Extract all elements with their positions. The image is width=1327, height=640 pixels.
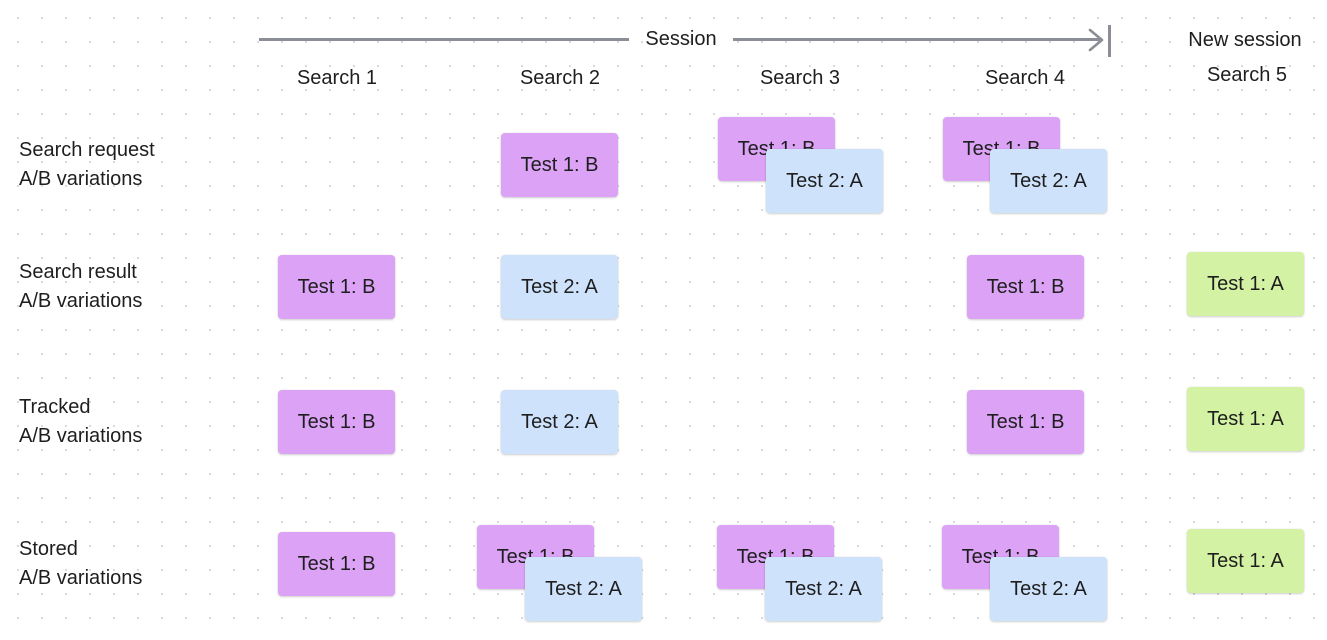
sticky-note-request-search-2-test-1[interactable]: Test 1: B (501, 133, 618, 197)
row-label-line1: Search request (19, 139, 155, 161)
row-label-line2: A/B variations (19, 168, 143, 190)
row-label-line1: Tracked (19, 396, 91, 418)
row-label-search-result: Search result A/B variations (19, 258, 142, 316)
session-line-left (259, 38, 629, 41)
session-line-right (733, 38, 1100, 41)
sticky-note-result-search-5-test-1[interactable]: Test 1: A (1187, 252, 1304, 316)
sticky-note-tracked-search-4-test-1[interactable]: Test 1: B (967, 390, 1084, 454)
column-header-search-2: Search 2 (519, 67, 601, 89)
sticky-note-stored-search-4-test-2[interactable]: Test 2: A (990, 557, 1107, 621)
sticky-note-stored-search-2-test-2[interactable]: Test 2: A (525, 557, 642, 621)
row-label-line2: A/B variations (19, 290, 143, 312)
column-header-search-4: Search 4 (984, 67, 1066, 89)
arrow-right-icon (1088, 28, 1104, 52)
row-label-line2: A/B variations (19, 425, 143, 447)
sticky-note-result-search-1-test-1[interactable]: Test 1: B (278, 255, 395, 319)
sticky-note-stored-search-5-test-1[interactable]: Test 1: A (1187, 529, 1304, 593)
sticky-note-tracked-search-5-test-1[interactable]: Test 1: A (1187, 387, 1304, 451)
row-label-line2: A/B variations (19, 567, 143, 589)
row-label-stored: Stored A/B variations (19, 535, 142, 593)
row-label-line1: Stored (19, 538, 78, 560)
row-label-tracked: Tracked A/B variations (19, 393, 142, 451)
sticky-note-result-search-2-test-2[interactable]: Test 2: A (501, 255, 618, 319)
sticky-note-stored-search-1-test-1[interactable]: Test 1: B (278, 532, 395, 596)
column-header-search-5: Search 5 (1206, 64, 1288, 86)
row-label-search-request: Search request A/B variations (19, 136, 155, 194)
sticky-note-request-search-3-test-2[interactable]: Test 2: A (766, 149, 883, 213)
session-label: Session (645, 28, 717, 50)
row-label-line1: Search result (19, 261, 137, 283)
sticky-note-tracked-search-2-test-2[interactable]: Test 2: A (501, 390, 618, 454)
sticky-note-tracked-search-1-test-1[interactable]: Test 1: B (278, 390, 395, 454)
sticky-note-result-search-4-test-1[interactable]: Test 1: B (967, 255, 1084, 319)
new-session-label: New session (1188, 29, 1302, 51)
session-end-marker (1108, 25, 1111, 57)
sticky-note-stored-search-3-test-2[interactable]: Test 2: A (765, 557, 882, 621)
sticky-note-request-search-4-test-2[interactable]: Test 2: A (990, 149, 1107, 213)
column-header-search-1: Search 1 (296, 67, 378, 89)
column-header-search-3: Search 3 (759, 67, 841, 89)
